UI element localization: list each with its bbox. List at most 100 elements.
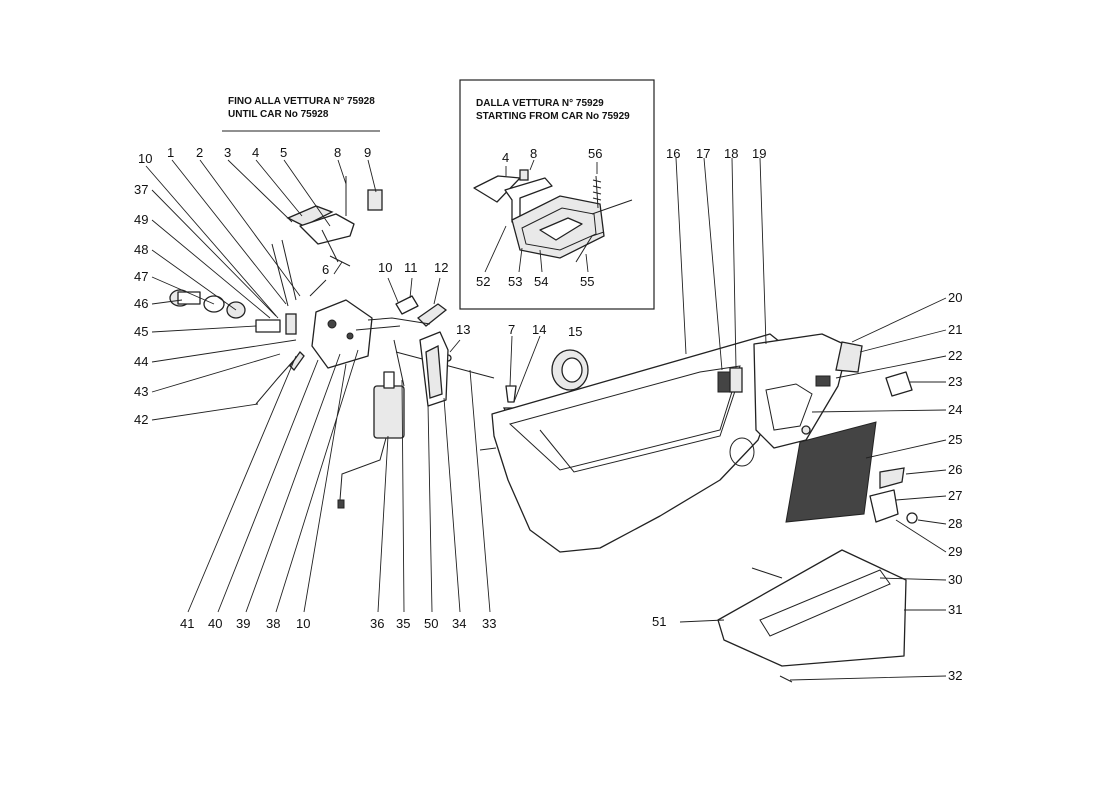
pocket-screw — [779, 675, 793, 683]
inset-label-53: 53 — [508, 274, 522, 289]
mirror-switch — [729, 367, 743, 393]
label-1: 1 — [167, 145, 174, 160]
handle-lever — [299, 213, 355, 245]
label-39: 39 — [236, 616, 250, 631]
inset-spring — [592, 175, 602, 209]
label-43: 43 — [134, 384, 148, 399]
label-8: 8 — [334, 145, 341, 160]
label-5: 5 — [280, 145, 287, 160]
leader-lines — [145, 157, 947, 681]
label-21: 21 — [948, 322, 962, 337]
inset-handle-recess — [521, 207, 597, 251]
bush — [367, 189, 383, 211]
label-37: 37 — [134, 182, 148, 197]
armrest-pocket — [765, 383, 813, 431]
label-34: 34 — [452, 616, 466, 631]
speaker-cone — [561, 357, 583, 383]
actuator-head — [383, 371, 395, 389]
pocket-liner — [785, 421, 877, 523]
label-32: 32 — [948, 668, 962, 683]
label-33: 33 — [482, 616, 496, 631]
note-until-car-it: FINO ALLA VETTURA N° 75928 — [228, 96, 375, 107]
label-22: 22 — [948, 348, 962, 363]
panel-screw — [479, 447, 497, 451]
label-42: 42 — [134, 412, 148, 427]
label-4: 4 — [252, 145, 259, 160]
pocket-rod — [751, 567, 783, 579]
label-35: 35 — [396, 616, 410, 631]
label-13: 13 — [456, 322, 470, 337]
label-10-upper: 10 — [378, 260, 392, 275]
interior-lamp — [815, 375, 831, 387]
label-45: 45 — [134, 324, 148, 339]
lock-pivot — [327, 319, 337, 329]
label-16: 16 — [666, 146, 680, 161]
label-2: 2 — [196, 145, 203, 160]
short-rod — [309, 279, 327, 297]
inset-label-52: 52 — [476, 274, 490, 289]
clip — [285, 313, 297, 335]
label-6: 6 — [322, 262, 329, 277]
panel-speaker-hole — [729, 437, 755, 467]
label-27: 27 — [948, 488, 962, 503]
label-20: 20 — [948, 290, 962, 305]
lever-arm — [321, 229, 351, 267]
inset-handle-lever — [539, 217, 583, 241]
inset-frame — [459, 79, 655, 310]
label-12: 12 — [434, 260, 448, 275]
label-47: 47 — [134, 269, 148, 284]
door-knob — [885, 371, 913, 397]
label-15: 15 — [568, 324, 582, 339]
panel-upper-area — [508, 365, 741, 471]
label-40: 40 — [208, 616, 222, 631]
label-11: 11 — [404, 260, 418, 275]
label-14: 14 — [532, 322, 546, 337]
note-from-car-en: STARTING FROM CAR No 75929 — [476, 111, 630, 122]
label-29: 29 — [948, 544, 962, 559]
label-24: 24 — [948, 402, 962, 417]
inset-label-54: 54 — [534, 274, 548, 289]
note-from-car-it: DALLA VETTURA N° 75929 — [476, 98, 604, 109]
lever-plate — [286, 205, 334, 227]
label-10: 10 — [138, 151, 152, 166]
label-41: 41 — [180, 616, 194, 631]
inset-label-55: 55 — [580, 274, 594, 289]
connector — [337, 499, 345, 509]
cable-end — [289, 350, 305, 372]
key-switch — [255, 319, 281, 333]
door-lock — [311, 299, 373, 369]
latch-cover — [879, 467, 905, 489]
inset-bracket — [504, 177, 553, 223]
note-until-car-en: UNTIL CAR No 75928 — [228, 109, 329, 120]
pocket-lid — [759, 569, 891, 637]
label-26: 26 — [948, 462, 962, 477]
label-25: 25 — [948, 432, 962, 447]
label-49: 49 — [134, 212, 148, 227]
label-3: 3 — [224, 145, 231, 160]
latch — [869, 489, 899, 523]
inset-label-4: 4 — [502, 150, 509, 165]
label-7: 7 — [508, 322, 515, 337]
armrest-cap — [835, 341, 863, 373]
lock-mechanism — [169, 176, 495, 509]
label-46: 46 — [134, 296, 148, 311]
label-50: 50 — [424, 616, 438, 631]
storage-pocket — [717, 549, 907, 667]
panel-inner-seam — [539, 369, 743, 473]
label-19: 19 — [752, 146, 766, 161]
link-lines — [355, 317, 431, 331]
part-labels: 10 1 2 3 4 5 8 9 37 49 48 47 46 45 44 43… — [134, 145, 962, 683]
label-30: 30 — [948, 572, 962, 587]
label-48: 48 — [134, 242, 148, 257]
armrest — [753, 333, 849, 449]
label-28: 28 — [948, 516, 962, 531]
label-38: 38 — [266, 616, 280, 631]
screw-cover — [801, 425, 811, 435]
window-switch — [717, 371, 731, 393]
label-44: 44 — [134, 354, 148, 369]
cylinder-body — [177, 291, 201, 305]
control-rods — [271, 239, 297, 307]
label-10-lower: 10 — [296, 616, 310, 631]
